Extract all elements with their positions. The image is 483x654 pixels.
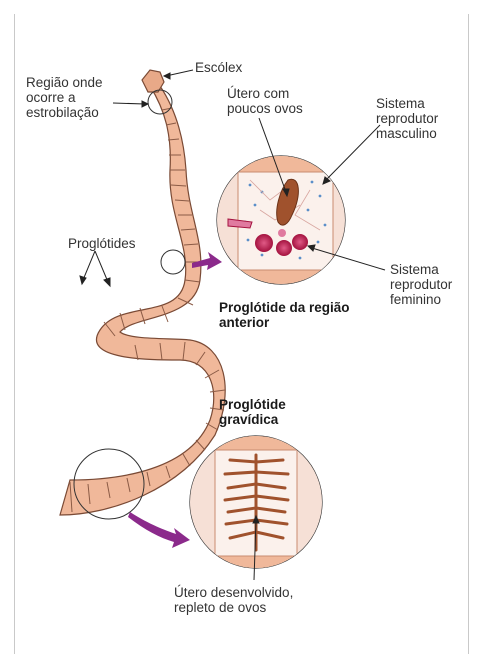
- anterior-proglottid-circle: [161, 250, 185, 274]
- label-utero-poucos-ovos: Útero com poucos ovos: [227, 86, 303, 116]
- label-proglotide-anterior: Proglótide da região anterior: [219, 300, 350, 330]
- arrow-to-gravid: [128, 512, 190, 548]
- anterior-proglottid-detail: [215, 150, 355, 290]
- label-proglotides: Proglótides: [68, 236, 136, 251]
- gravid-proglottid-detail: [188, 430, 328, 576]
- tapeworm-body: [60, 70, 225, 515]
- label-utero-desenvolvido: Útero desenvolvido, repleto de ovos: [174, 585, 293, 615]
- label-sistema-masculino: Sistema reprodutor masculino: [376, 96, 438, 141]
- label-sistema-feminino: Sistema reprodutor feminino: [390, 262, 452, 307]
- label-regiao-estrobilacao: Região onde ocorre a estrobilação: [26, 75, 103, 120]
- label-proglotide-gravidica: Proglótide gravídica: [219, 397, 286, 427]
- label-escolex: Escólex: [195, 60, 242, 75]
